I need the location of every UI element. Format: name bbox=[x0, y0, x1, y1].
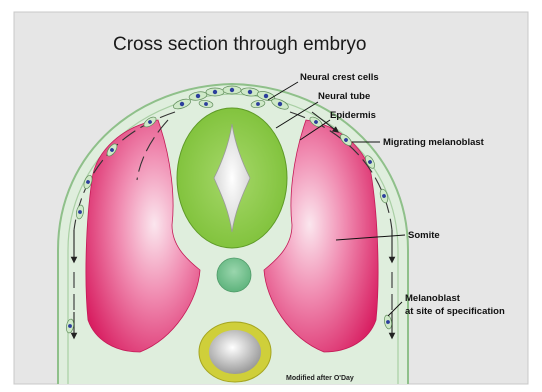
label-epidermis: Epidermis bbox=[330, 110, 376, 121]
label-melanoblast: Melanoblast bbox=[405, 293, 461, 304]
diagram-title: Cross section through embryo bbox=[113, 34, 366, 55]
label-at-site-of-specification: at site of specification bbox=[405, 306, 505, 317]
label-migrating-melanoblast: Migrating melanoblast bbox=[383, 137, 485, 148]
credit-text: Modified after O'Day bbox=[286, 375, 354, 382]
label-somite: Somite bbox=[408, 230, 440, 241]
gut-lumen bbox=[209, 330, 261, 374]
notochord bbox=[217, 258, 251, 292]
label-neural-crest-cells: Neural crest cells bbox=[300, 72, 379, 83]
label-neural-tube: Neural tube bbox=[318, 91, 370, 102]
